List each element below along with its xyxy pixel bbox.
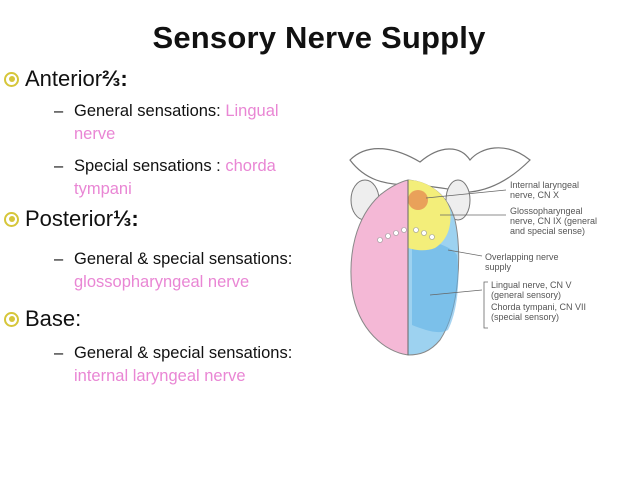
label-internal-laryngeal: Internal laryngeal: [510, 180, 579, 190]
lingual-region: [412, 240, 459, 333]
slide-title: Sensory Nerve Supply: [152, 20, 486, 55]
leader-line: [447, 249, 483, 257]
anterior-item-general: – General sensations: Lingual nerve: [54, 100, 324, 146]
leader-line: [429, 289, 483, 296]
nerve-name: internal laryngeal nerve: [74, 367, 246, 385]
bullet-circle-icon: [4, 71, 19, 87]
internal-laryngeal-region: [408, 190, 428, 210]
dash: –: [54, 157, 64, 175]
anterior-item-special: – Special sensations : chorda tympani: [54, 155, 324, 201]
label-chorda: Chorda tympani, CN VII: [491, 302, 586, 312]
label-internal-laryngeal-2: nerve, CN X: [510, 190, 559, 200]
posterior-heading: Posterior: [25, 206, 114, 231]
item-prefix: Special sensations :: [74, 157, 226, 175]
nerve-name: glossopharyngeal nerve: [74, 273, 250, 291]
tongue-illustration: Internal laryngeal nerve, CN X Glossopha…: [349, 147, 597, 356]
base-heading: Base:: [25, 306, 82, 331]
bracket: [483, 281, 488, 329]
label-glosso: Glossopharyngeal: [510, 206, 583, 216]
label-glosso-2: nerve, CN IX (general: [510, 216, 597, 226]
anterior-fraction: ⅔:: [102, 66, 128, 91]
bullet-base: Base:: [4, 306, 81, 332]
posterior-fraction: ⅓:: [113, 206, 139, 231]
leader-line: [425, 189, 507, 199]
base-item: – General & special sensations: internal…: [54, 342, 339, 388]
label-overlap: Overlapping nerve: [485, 252, 559, 262]
label-lingual-2: (general sensory): [491, 290, 561, 300]
bullet-circle-icon: [4, 311, 19, 327]
label-glosso-3: and special sense): [510, 226, 585, 236]
dash: –: [54, 344, 64, 362]
item-prefix: General & special sensations:: [74, 344, 293, 362]
nerve-name: chorda tympani: [74, 157, 276, 198]
tongue-left-half: [350, 179, 409, 356]
item-prefix: General & special sensations:: [74, 250, 293, 268]
dash: –: [54, 102, 64, 120]
vallate-papillae: [377, 227, 435, 243]
label-overlap-2: supply: [485, 262, 512, 272]
bullet-circle-icon: [4, 211, 19, 227]
label-lingual: Lingual nerve, CN V: [491, 280, 572, 290]
bullet-posterior: Posterior ⅓:: [4, 206, 139, 232]
tongue-nerve-diagram: Internal laryngeal nerve, CN X Glossopha…: [330, 140, 610, 360]
bullet-anterior: Anterior ⅔:: [4, 66, 128, 92]
anterior-heading: Anterior: [25, 66, 103, 91]
dash: –: [54, 250, 64, 268]
epiglottis-shape: [349, 147, 531, 193]
item-prefix: General sensations:: [74, 102, 226, 120]
posterior-item: – General & special sensations: glossoph…: [54, 248, 339, 294]
nerve-name: Lingual nerve: [74, 102, 279, 143]
label-chorda-2: (special sensory): [491, 312, 559, 322]
